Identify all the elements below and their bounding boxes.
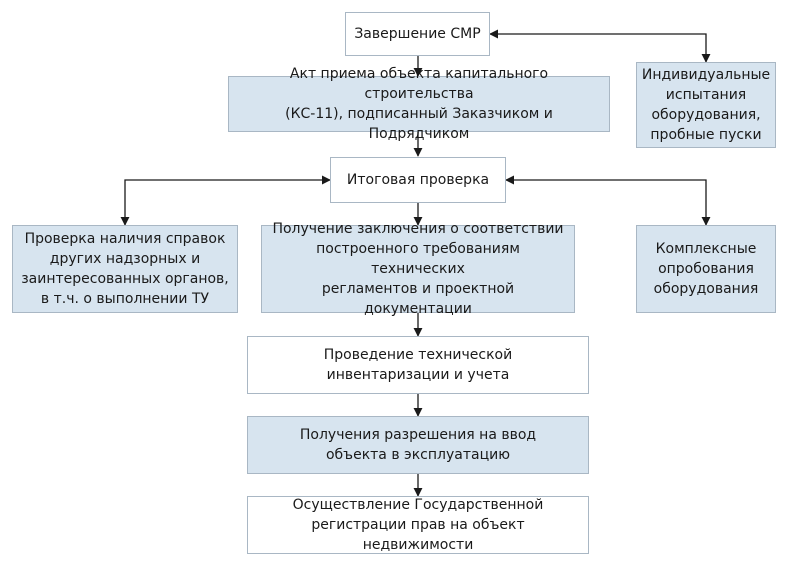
node-label: Проверка наличия справок других надзорны…: [21, 231, 229, 307]
node-compliance-conclusion: Получение заключения о соответствии пост…: [261, 221, 575, 317]
node-label: Получение заключения о соответствии пост…: [272, 221, 564, 317]
node-label: Комплексные опробования оборудования: [653, 241, 759, 297]
arrow-smr-individual: [489, 29, 711, 63]
arrow-final-left: [120, 175, 331, 226]
node-label: Проведение технической инвентаризации и …: [323, 347, 513, 383]
node-registration: Осуществление Государственной регистраци…: [247, 496, 589, 554]
node-smr-completion: Завершение СМР: [345, 12, 490, 56]
node-individual-tests: Индивидуальные испытания оборудования, п…: [636, 62, 776, 148]
node-label: Осуществление Государственной регистраци…: [292, 497, 544, 553]
node-certificates-check: Проверка наличия справок других надзорны…: [12, 225, 238, 313]
node-label: Итоговая проверка: [346, 172, 490, 188]
node-permit: Получения разрешения на ввод объекта в э…: [247, 416, 589, 474]
node-label: Завершение СМР: [354, 26, 481, 42]
node-label: Получения разрешения на ввод объекта в э…: [299, 427, 537, 463]
node-final-check: Итоговая проверка: [330, 157, 506, 203]
node-ks11-act: Акт приема объекта капитального строител…: [228, 66, 610, 142]
node-complex-testing: Комплексные опробования оборудования: [636, 225, 776, 313]
node-label: Акт приема объекта капитального строител…: [285, 66, 553, 142]
arrow-final-right: [505, 175, 711, 226]
node-label: Индивидуальные испытания оборудования, п…: [641, 67, 771, 143]
node-inventory: Проведение технической инвентаризации и …: [247, 336, 589, 394]
